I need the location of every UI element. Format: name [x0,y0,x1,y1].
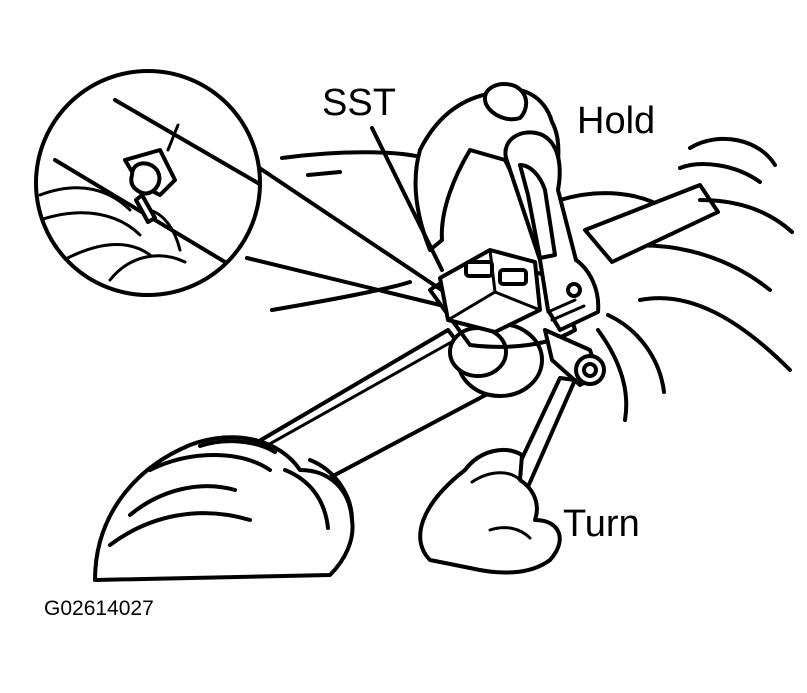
turn-label: Turn [563,503,640,545]
cv-boot [93,435,355,582]
detail-magnifier [34,69,262,297]
hub-housing [558,136,794,422]
adjustable-wrench [503,130,601,332]
callout-leader [245,163,454,307]
lower-hand [418,448,562,575]
joint-collar [428,268,577,398]
hold-label: Hold [577,100,656,142]
sst-tool [370,126,542,334]
figure-code: G02614027 [44,597,154,620]
sst-label: SST [322,82,396,124]
